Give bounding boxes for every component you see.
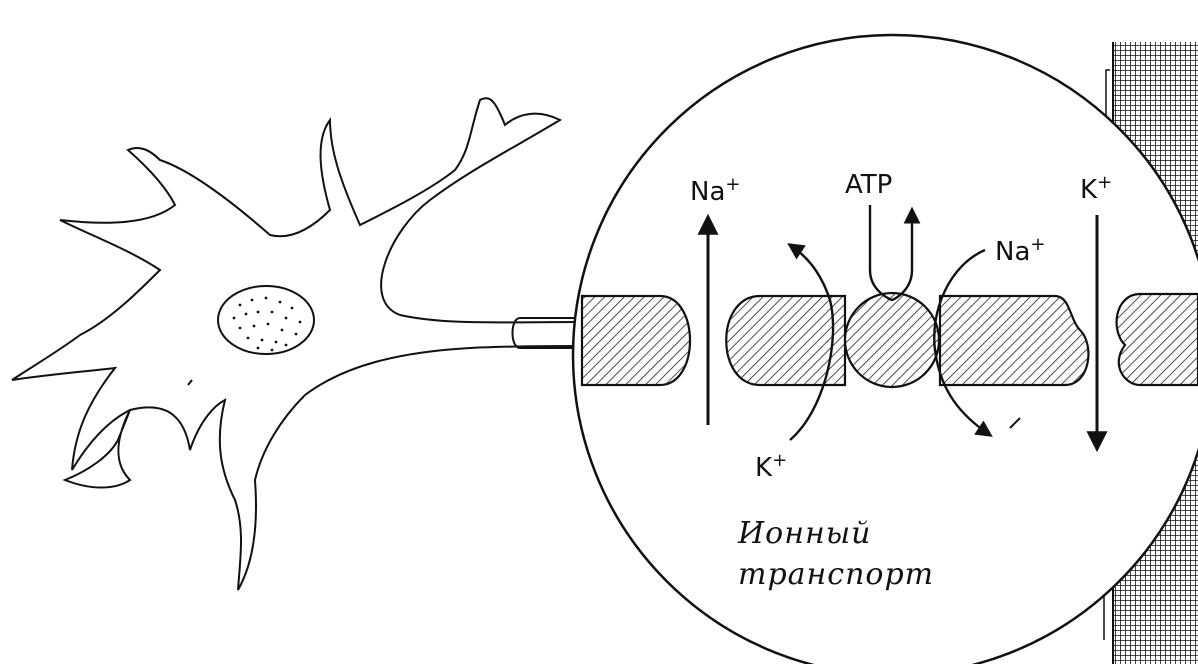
caption-line-1: Ионный [737, 516, 872, 551]
caption-line-2: транспорт [738, 557, 934, 592]
membrane-segment-left [582, 296, 690, 385]
neuron-nucleus [218, 286, 314, 354]
membrane-segment-mid-right [940, 296, 1088, 385]
label-atp: ATP [845, 170, 892, 200]
pump-protein [845, 293, 939, 387]
membrane-segment-right [1117, 294, 1198, 385]
